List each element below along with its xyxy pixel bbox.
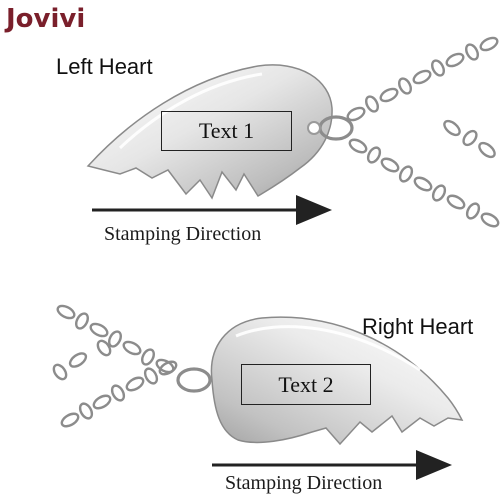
right-heart-heading: Right Heart — [362, 314, 474, 339]
brand-logo: Jovivi — [6, 4, 86, 34]
right-heart-pendant — [210, 316, 464, 446]
left-heart-text-box: Text 1 — [161, 111, 292, 151]
chain-icon — [52, 304, 178, 428]
chain-icon — [346, 36, 500, 228]
left-heart-heading: Left Heart — [56, 54, 153, 79]
left-heart-pendant — [86, 64, 333, 200]
right-heart-text-label: Text 2 — [278, 371, 334, 397]
left-heart-text-label: Text 1 — [198, 118, 255, 143]
right-heart-text-box: Text 2 — [241, 364, 371, 405]
right-stamping-direction-label: Stamping Direction — [225, 472, 383, 494]
left-stamping-direction-label: Stamping Direction — [104, 223, 262, 245]
